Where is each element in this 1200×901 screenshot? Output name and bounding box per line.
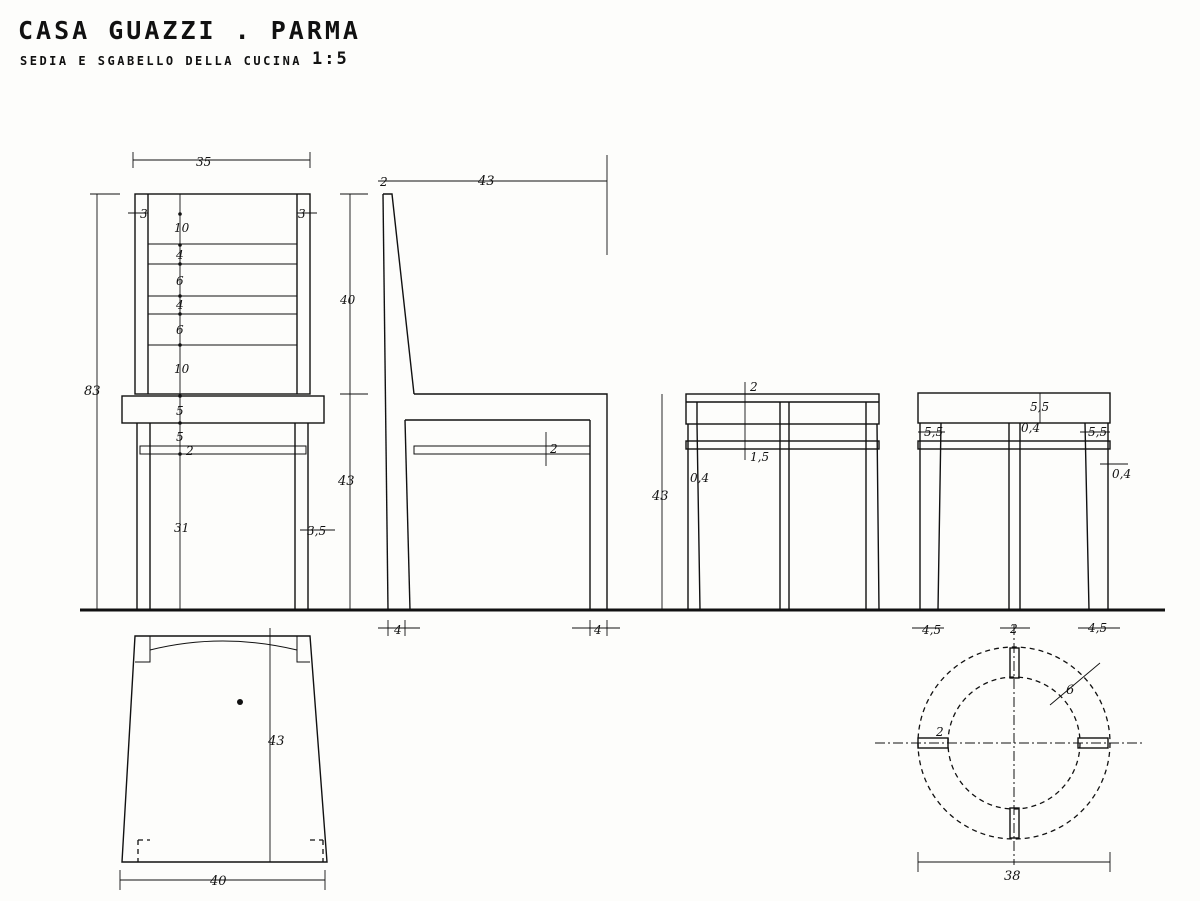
stool-side-leg-left-label: 4,5 bbox=[921, 623, 941, 637]
chair-side-leg-left-label: 4 bbox=[393, 623, 402, 637]
chair-front-view bbox=[90, 152, 335, 610]
chair-side-leg-right-label: 4 bbox=[593, 623, 602, 637]
chair-plan-view bbox=[119, 628, 328, 890]
stool-plan-leg-label: 2 bbox=[935, 725, 944, 739]
backrest-dim-label: 10 bbox=[174, 362, 190, 376]
apron-label: 5 bbox=[176, 430, 184, 444]
stool-side-view bbox=[912, 392, 1128, 629]
backrest-dim-label: 6 bbox=[176, 274, 184, 288]
chair-side-top-label: 2 bbox=[379, 175, 388, 189]
chair-front-width-label: 35 bbox=[196, 155, 211, 169]
drawing-scale: 1:5 bbox=[312, 49, 349, 69]
stool-side-center-label: 0,4 bbox=[1021, 421, 1040, 435]
backrest-dim-label: 6 bbox=[176, 323, 184, 337]
stool-side-leg-right-label: 4,5 bbox=[1087, 621, 1107, 635]
chair-seat-height-label: 43 bbox=[337, 474, 355, 489]
stool-front-view bbox=[661, 382, 880, 611]
stool-front-top-label: 2 bbox=[749, 380, 758, 394]
stool-plan-diameter-label: 38 bbox=[1004, 869, 1021, 884]
chair-height-label: 83 bbox=[84, 384, 101, 399]
chair-side-view bbox=[340, 155, 620, 636]
stool-side-top-label: 5,5 bbox=[1030, 400, 1049, 414]
chair-plan-depth-label: 43 bbox=[267, 734, 285, 749]
chair-front-post-left-label: 3 bbox=[140, 207, 148, 221]
stool-plan-ring-label: 6 bbox=[1066, 683, 1074, 698]
stool-side-right-label: 5,5 bbox=[1088, 425, 1107, 439]
stool-side-left-label: 5,5 bbox=[924, 425, 943, 439]
chair-leg-height-label: 31 bbox=[174, 521, 189, 535]
stool-front-height-label: 43 bbox=[651, 489, 669, 504]
chair-side-depth-label: 43 bbox=[477, 174, 495, 189]
backrest-dim-label: 4 bbox=[175, 248, 184, 262]
seat-band-label: 5 bbox=[176, 404, 184, 418]
stool-side-leg-center-label: 2 bbox=[1009, 622, 1018, 636]
chair-leg-taper-label: 3,5 bbox=[307, 524, 326, 538]
drawing-subtitle: SEDIA E SGABELLO DELLA CUCINA bbox=[20, 54, 303, 68]
stool-front-rail-label: 1,5 bbox=[750, 450, 769, 464]
chair-back-height-label: 40 bbox=[339, 293, 356, 307]
drawing-title: CASA GUAZZI . PARMA bbox=[18, 16, 361, 45]
stool-side-inset-label: 0,4 bbox=[1112, 467, 1131, 481]
backrest-dim-label: 10 bbox=[174, 221, 190, 235]
stool-front-inset-label: 0,4 bbox=[690, 471, 709, 485]
front-rail-label: 2 bbox=[185, 444, 194, 458]
chair-side-rail-label: 2 bbox=[549, 442, 558, 456]
chair-plan-width-label: 40 bbox=[209, 874, 227, 889]
chair-front-post-right-label: 3 bbox=[298, 207, 306, 221]
backrest-dim-label: 4 bbox=[175, 298, 184, 312]
stool-plan-view bbox=[875, 625, 1145, 872]
